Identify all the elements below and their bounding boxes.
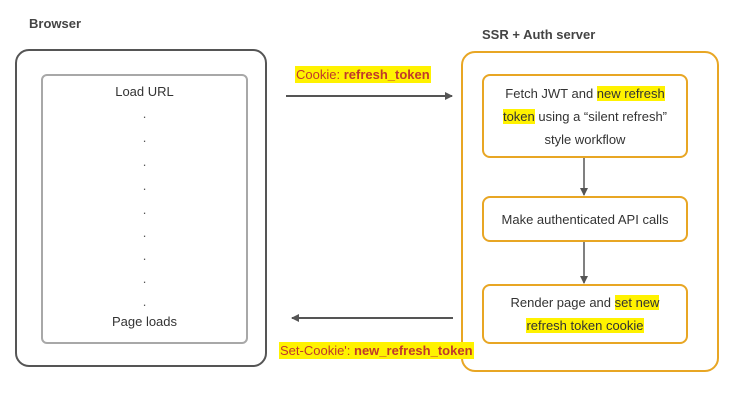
- progress-dot: .: [142, 130, 147, 145]
- progress-dot: .: [142, 106, 147, 121]
- step-render-page: Render page and set new refresh token co…: [482, 284, 688, 344]
- step3-text: Render page and: [510, 295, 615, 310]
- load-url-text: Load URL: [115, 84, 174, 99]
- browser-box: [15, 49, 267, 367]
- request-cookie-label: Cookie: refresh_token: [295, 66, 431, 83]
- request-label-prefix: Cookie:: [296, 67, 344, 82]
- step1-text-rest: using a “silent refresh” style workflow: [534, 108, 668, 147]
- response-label-prefix: Set-Cookie':: [280, 343, 355, 358]
- progress-dot: .: [142, 248, 147, 263]
- browser-page-box: [41, 74, 248, 344]
- page-loads-text: Page loads: [111, 314, 178, 329]
- progress-dot: .: [142, 202, 147, 217]
- step-api-calls: Make authenticated API calls: [482, 196, 688, 242]
- step2-text: Make authenticated API calls: [501, 211, 669, 227]
- request-label-value: refresh_token: [343, 67, 430, 82]
- response-set-cookie-label: Set-Cookie': new_refresh_token: [279, 342, 474, 359]
- server-heading: SSR + Auth server: [482, 27, 596, 42]
- step1-text: Fetch JWT and: [505, 85, 597, 101]
- progress-dot: .: [142, 225, 147, 240]
- progress-dot: .: [142, 178, 147, 193]
- progress-dot: .: [142, 294, 147, 309]
- step-fetch-jwt: Fetch JWT and new refresh token using a …: [482, 74, 688, 158]
- progress-dot: .: [142, 154, 147, 169]
- response-label-value: new_refresh_token: [354, 343, 473, 358]
- browser-heading: Browser: [29, 16, 82, 31]
- server-box: [461, 51, 719, 372]
- progress-dot: .: [142, 271, 147, 286]
